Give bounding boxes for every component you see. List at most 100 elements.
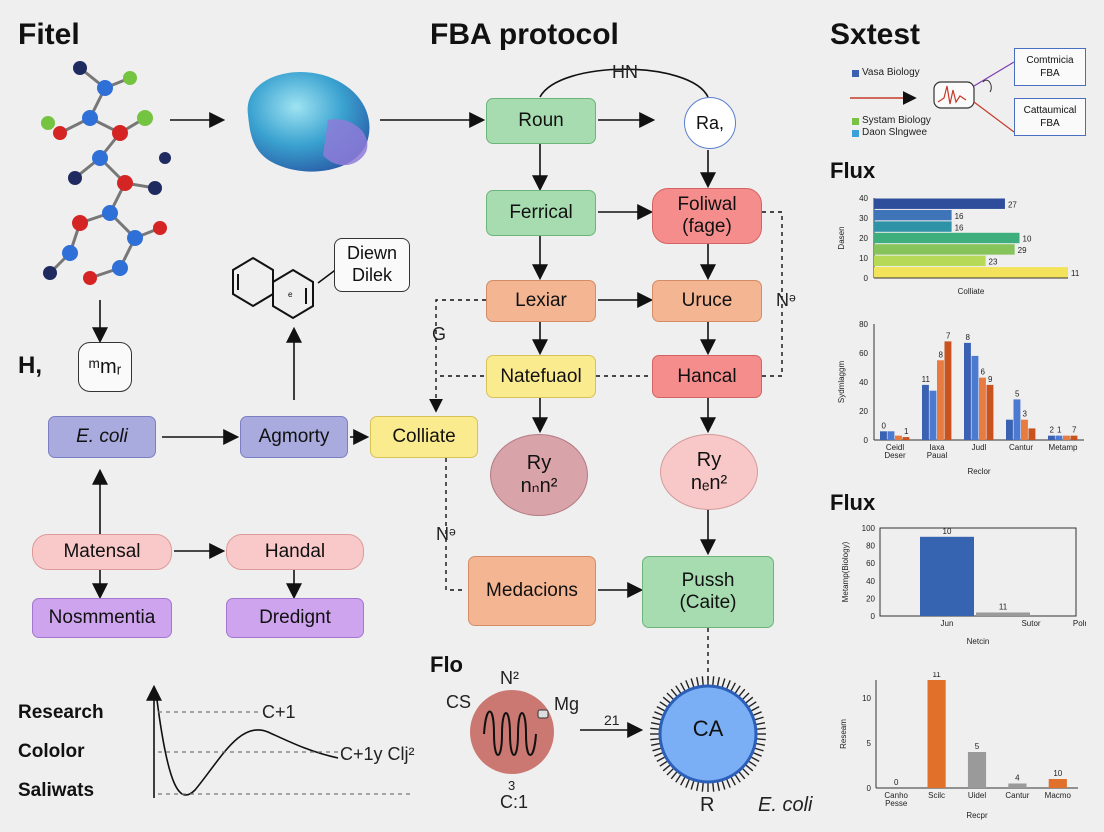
y-axis-label: Sydmlaggm bbox=[837, 361, 846, 404]
spike bbox=[741, 692, 750, 701]
y-tick-label: 40 bbox=[866, 577, 875, 586]
spike bbox=[712, 781, 715, 792]
legend-item-systam: Systam Biology bbox=[862, 115, 931, 126]
bar bbox=[1070, 435, 1078, 440]
spike bbox=[685, 778, 691, 788]
bar bbox=[964, 342, 971, 440]
spike bbox=[662, 696, 672, 705]
x-tick-label: Canho bbox=[884, 791, 908, 800]
spike bbox=[654, 751, 664, 757]
bar-label: 16 bbox=[955, 212, 964, 221]
flux-title-2: Flux bbox=[830, 490, 876, 515]
curve-label-2: C+1y Clj² bbox=[340, 744, 415, 764]
svg-text:ᵉ: ᵉ bbox=[288, 289, 293, 303]
spike bbox=[690, 779, 695, 790]
node-foliwal: Foliwal (fage) bbox=[652, 188, 762, 244]
spike bbox=[695, 676, 700, 688]
bar-label: 9 bbox=[988, 375, 993, 384]
flo-label-cs: CS bbox=[446, 692, 472, 712]
node-nosmmentia: Nosmmentia bbox=[32, 598, 172, 638]
r-label: R bbox=[700, 794, 715, 816]
spike bbox=[730, 776, 736, 786]
node-dredignt: Dredignt bbox=[226, 598, 364, 638]
plot-frame bbox=[879, 527, 1077, 617]
node-medacions: Medacions bbox=[468, 556, 596, 626]
y-tick-label: 40 bbox=[859, 378, 868, 387]
legend-connectors bbox=[850, 61, 1015, 133]
spike bbox=[656, 756, 666, 762]
bar bbox=[1013, 399, 1021, 440]
y-tick-label: 0 bbox=[867, 784, 872, 793]
y-tick-label: 10 bbox=[859, 254, 868, 263]
spike bbox=[650, 721, 662, 726]
bar-label: 16 bbox=[955, 223, 964, 232]
x-tick-label: Iaxa bbox=[929, 443, 945, 452]
script-symbol-text: ᵐmᵣ bbox=[88, 355, 122, 378]
y-axis-label: Dasen bbox=[837, 226, 846, 249]
spike bbox=[680, 776, 686, 786]
spike bbox=[750, 756, 760, 762]
flo-label-mg: Mg bbox=[554, 694, 580, 714]
spike bbox=[656, 706, 666, 712]
node-pussh: Pussh (Caite) bbox=[642, 556, 774, 628]
bar bbox=[937, 360, 944, 440]
bar bbox=[1006, 419, 1013, 440]
bar bbox=[929, 390, 937, 440]
edge-label-n-left: Nᵊ bbox=[436, 524, 456, 544]
bar-label: 3 bbox=[1023, 410, 1028, 419]
spike bbox=[666, 692, 675, 701]
x-tick-label: Cantur bbox=[1005, 791, 1029, 800]
spike bbox=[662, 763, 672, 772]
ca-label: CA bbox=[692, 716, 724, 741]
bar-label: 10 bbox=[1023, 235, 1032, 244]
bar bbox=[967, 752, 987, 788]
right-title: Sxtest bbox=[830, 18, 921, 51]
spike bbox=[747, 760, 757, 767]
spike bbox=[744, 696, 754, 705]
x-tick-label: Uidel bbox=[968, 791, 986, 800]
y-axis-label: Metamp(Biology) bbox=[841, 541, 850, 602]
flo-edge-label: 21 bbox=[604, 712, 620, 728]
x-tick-label: Macmo bbox=[1045, 791, 1072, 800]
y-tick-label: 0 bbox=[871, 612, 876, 621]
spike bbox=[690, 678, 695, 689]
spike bbox=[737, 688, 746, 698]
bar bbox=[874, 221, 952, 232]
bar bbox=[874, 255, 986, 267]
bar bbox=[944, 341, 952, 440]
protein-illustration bbox=[247, 71, 370, 172]
spike bbox=[701, 676, 704, 687]
x-tick-label: Sutor bbox=[1021, 619, 1040, 628]
spike bbox=[695, 780, 700, 792]
y-tick-label: 0 bbox=[864, 274, 869, 283]
spike bbox=[721, 678, 726, 689]
bar bbox=[874, 232, 1020, 244]
bar bbox=[1063, 435, 1070, 440]
bar bbox=[1048, 435, 1055, 440]
spike bbox=[670, 770, 679, 780]
y-axis-label: Reseam bbox=[839, 719, 848, 749]
spike bbox=[752, 751, 762, 757]
bar-label: 1 bbox=[904, 427, 909, 436]
legend-item-vasa: Vasa Biology bbox=[862, 67, 920, 78]
x-tick-label: Polr bbox=[1073, 619, 1086, 628]
label-saliwats: Saliwats bbox=[18, 780, 95, 801]
y-tick-label: 60 bbox=[866, 559, 875, 568]
spike bbox=[755, 727, 766, 730]
node-agmorty: Agmorty bbox=[240, 416, 348, 458]
bar bbox=[1008, 783, 1027, 788]
node-matensal: Matensal bbox=[32, 534, 172, 570]
spike bbox=[753, 747, 764, 752]
x-tick-label: Scilc bbox=[928, 791, 945, 800]
bar bbox=[1055, 435, 1063, 440]
spike bbox=[734, 773, 741, 783]
label-research: Research bbox=[18, 702, 104, 723]
bar-label: 11 bbox=[922, 375, 931, 384]
bar bbox=[986, 384, 994, 440]
node-roun: Roun bbox=[486, 98, 596, 144]
y-tick-label: 100 bbox=[862, 524, 876, 533]
legend-swatch-systam bbox=[852, 118, 859, 125]
bar bbox=[1048, 779, 1067, 788]
bar-label: 29 bbox=[1018, 246, 1027, 255]
